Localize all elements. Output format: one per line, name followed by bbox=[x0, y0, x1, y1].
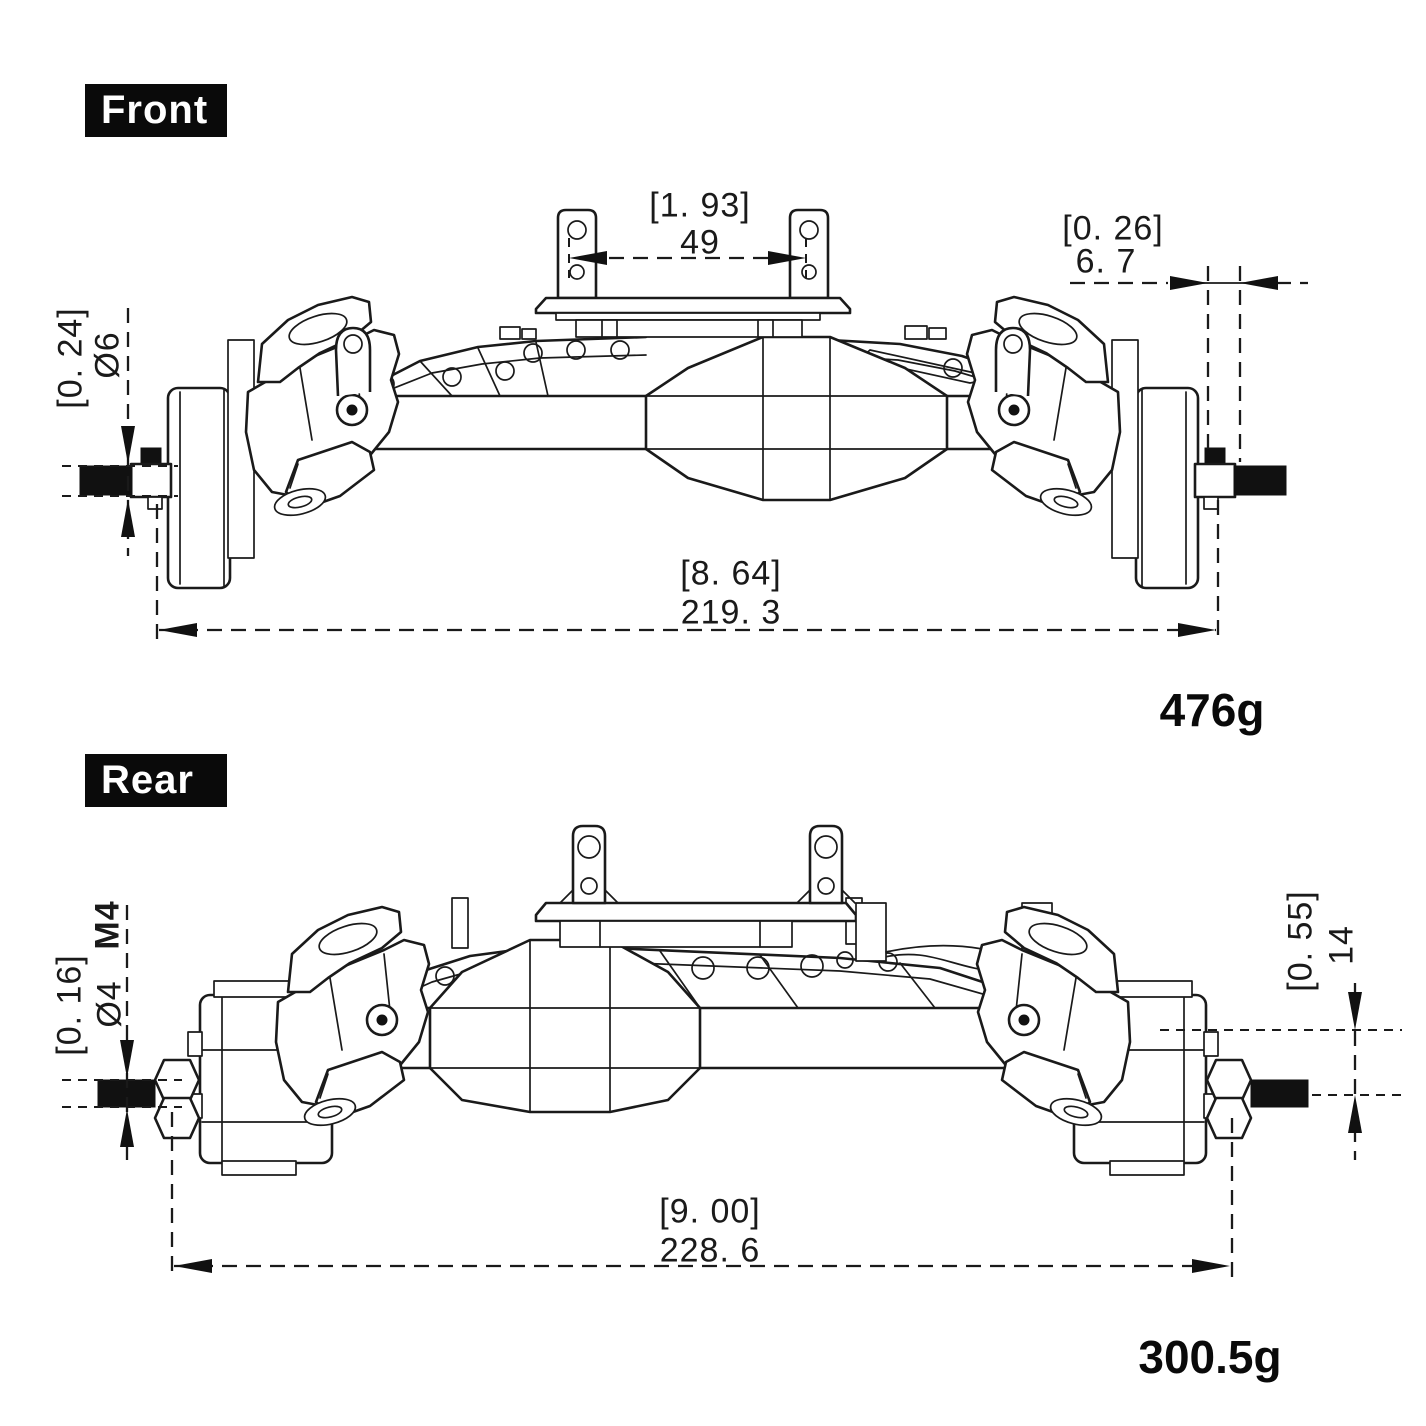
rear-dim-overall-mm: 228. 6 bbox=[659, 1231, 761, 1270]
front-left-hub-assembly bbox=[79, 295, 401, 590]
rear-dim-shaft-dia-mm: Ø4 bbox=[90, 980, 129, 1028]
rear-dim-shaft-dia-inch: [0. 16] bbox=[50, 954, 89, 1056]
front-upper-link-mount bbox=[534, 208, 852, 338]
front-axle-drawing bbox=[79, 208, 1288, 590]
front-dim-hex-offset-inch: [0. 26] bbox=[1062, 209, 1164, 248]
rear-dimension-lines bbox=[62, 905, 1402, 1280]
rear-dim-portal-drop-inch: [0. 55] bbox=[1281, 890, 1320, 992]
rear-left-hub-assembly bbox=[97, 905, 431, 1176]
hex-lock-nut bbox=[153, 1096, 201, 1140]
front-dim-overall-mm: 219. 3 bbox=[680, 593, 782, 632]
front-dim-link-mount-mm: 49 bbox=[680, 223, 720, 262]
front-dim-overall-inch: [8. 64] bbox=[680, 554, 782, 593]
front-dim-shaft-dia-mm: Ø6 bbox=[88, 331, 127, 379]
rear-dim-portal-drop-mm: 14 bbox=[1322, 925, 1361, 965]
front-right-hub-assembly bbox=[965, 295, 1288, 590]
front-weight-label: 476g bbox=[1159, 684, 1265, 736]
front-view-label: Front bbox=[85, 84, 227, 137]
front-diff-housing bbox=[644, 335, 949, 502]
rear-view-label: Rear bbox=[85, 754, 227, 807]
threaded-stub-axle bbox=[79, 465, 133, 496]
front-dim-link-mount-inch: [1. 93] bbox=[649, 186, 751, 225]
steering-knuckle bbox=[244, 295, 401, 517]
drive-pin bbox=[140, 447, 162, 465]
rear-dim-thread-spec: M4 bbox=[88, 900, 127, 950]
front-dim-hex-offset-mm: 6. 7 bbox=[1075, 242, 1137, 281]
rear-dim-overall-inch: [9. 00] bbox=[659, 1192, 761, 1231]
rear-right-hub-assembly bbox=[977, 907, 1308, 1175]
front-dimension-lines bbox=[62, 238, 1308, 642]
rear-weight-label: 300.5g bbox=[1138, 1331, 1282, 1383]
rear-axle-drawing bbox=[97, 824, 1308, 1176]
front-dim-shaft-dia-inch: [0. 24] bbox=[51, 307, 90, 409]
rear-diff-housing bbox=[428, 938, 702, 1114]
